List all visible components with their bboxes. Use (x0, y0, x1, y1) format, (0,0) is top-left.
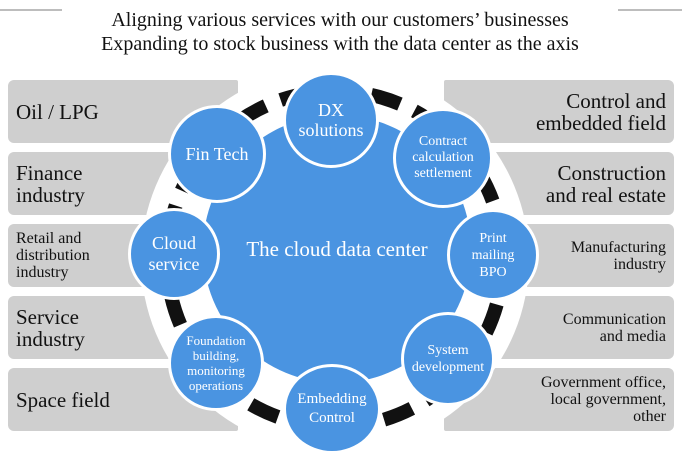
service-print-mailing-bpo: Print mailing BPO (447, 209, 539, 301)
industry-government: Government office, local government, oth… (444, 368, 674, 431)
service-system-development: System development (401, 312, 495, 406)
header-line-2: Expanding to stock business with the dat… (101, 33, 579, 55)
center-label: The cloud data center (246, 236, 428, 261)
service-contract-calculation: Contract calculation settlement (393, 108, 493, 208)
header: Aligning various services with our custo… (62, 8, 618, 62)
service-embedding-control: Embedding Control (283, 364, 381, 454)
header-line-1: Aligning various services with our custo… (111, 9, 569, 31)
service-foundation-monitoring: Foundation building, monitoring operatio… (168, 315, 264, 411)
service-cloud: Cloud service (128, 208, 220, 300)
service-fintech: Fin Tech (168, 105, 266, 203)
service-dx-solutions: DX solutions (283, 72, 379, 168)
